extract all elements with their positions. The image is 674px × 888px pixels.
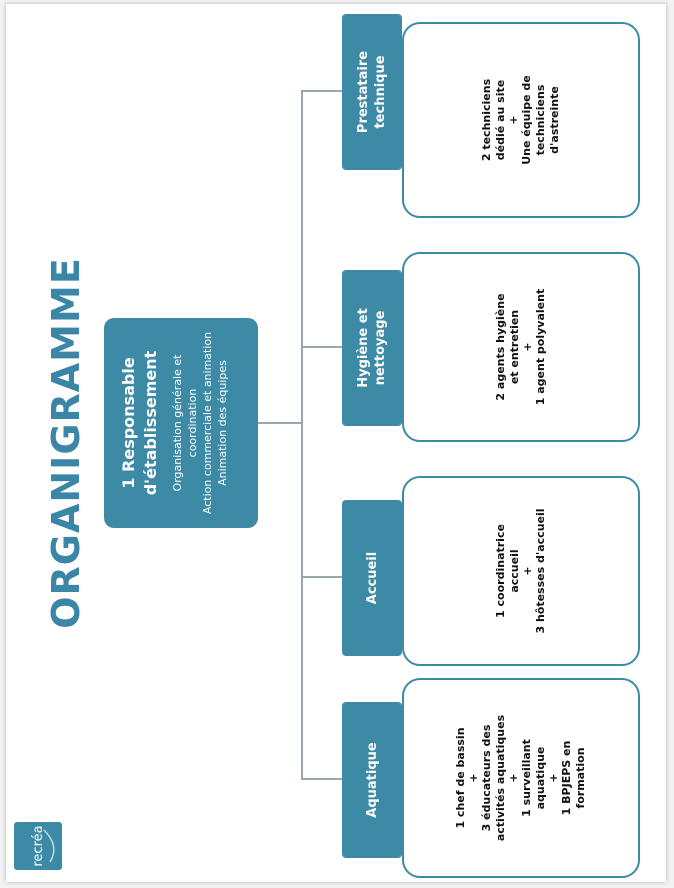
connector-drop-accueil xyxy=(301,576,342,578)
head-title-line1: 1 Responsable xyxy=(119,357,138,489)
head-responsibility: Action commerciale et animation xyxy=(201,331,214,515)
dept-hygiene: Hygiène et nettoyage xyxy=(342,270,402,426)
staff-item: 2 techniciens dédié au site xyxy=(480,78,507,162)
head-responsibilities: Organisation générale et coordination Ac… xyxy=(170,326,230,520)
page-title: ORGANIGRAMME xyxy=(44,257,88,629)
dept-label: Accueil xyxy=(364,551,380,605)
staff-item: 1 coordinatrice accueil xyxy=(494,524,521,618)
connector-drop-prestataire xyxy=(301,90,342,92)
plus-sign: + xyxy=(521,342,534,352)
recrea-logo: recréa xyxy=(14,822,62,870)
org-chart: recréa ORGANIGRAMME 1 Responsable d'étab… xyxy=(6,8,666,878)
plus-sign: + xyxy=(507,115,520,125)
head-responsibility: Animation des équipes xyxy=(216,360,229,486)
dept-accueil: Accueil xyxy=(342,500,402,656)
staff-item: 1 BPJEPS en formation xyxy=(560,740,587,816)
head-title-line2: d'établissement xyxy=(141,350,160,496)
card-aquatique: 1 chef de bassin + 3 éducateurs des acti… xyxy=(402,678,640,878)
connector-drop-hygiene xyxy=(301,346,342,348)
plus-sign: + xyxy=(547,773,560,783)
connector-vertical-main xyxy=(258,422,302,424)
staff-item: 1 chef de bassin xyxy=(454,727,467,829)
staff-item: 2 agents hygiène et entretien xyxy=(494,293,521,401)
staff-item: 3 éducateurs des activités aquatiques xyxy=(480,714,507,842)
plus-sign: + xyxy=(507,773,520,783)
card-prestataire: 2 techniciens dédié au site + Une équipe… xyxy=(402,22,640,218)
plus-sign: + xyxy=(467,773,480,783)
document-page: recréa ORGANIGRAMME 1 Responsable d'étab… xyxy=(6,4,666,882)
logo-swoosh-icon xyxy=(43,829,55,863)
dept-label: Aquatique xyxy=(364,742,380,818)
staff-item: 3 hôtesses d'accueil xyxy=(534,508,547,634)
head-responsibility: coordination xyxy=(186,388,199,458)
card-hygiene: 2 agents hygiène et entretien + 1 agent … xyxy=(402,252,640,442)
dept-label: Hygiène et nettoyage xyxy=(356,308,388,388)
dept-label: Prestataire technique xyxy=(356,50,388,134)
dept-prestataire: Prestataire technique xyxy=(342,14,402,170)
connector-drop-aquatique xyxy=(301,778,342,780)
staff-item: 1 agent polyvalent xyxy=(534,288,547,406)
plus-sign: + xyxy=(521,566,534,576)
head-responsibility: Organisation générale et xyxy=(171,354,184,492)
head-manager-box: 1 Responsable d'établissement Organisati… xyxy=(104,318,258,528)
staff-item: Une équipe de techniciens d'astreinte xyxy=(520,75,561,165)
dept-aquatique: Aquatique xyxy=(342,702,402,858)
connector-horizontal xyxy=(301,92,303,780)
card-accueil: 1 coordinatrice accueil + 3 hôtesses d'a… xyxy=(402,476,640,666)
staff-item: 1 surveillant aquatique xyxy=(520,739,547,817)
